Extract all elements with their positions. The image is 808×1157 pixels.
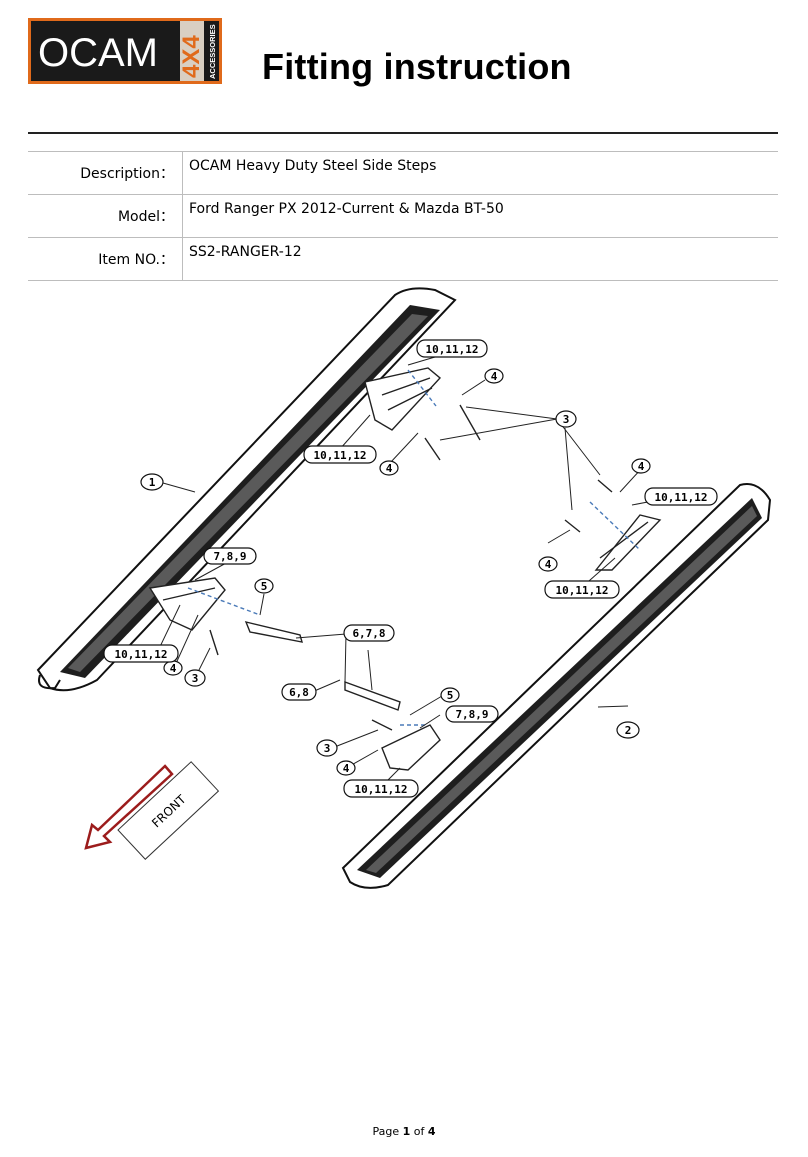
svg-text:10,11,12: 10,11,12	[115, 648, 168, 661]
svg-text:2: 2	[625, 724, 632, 737]
svg-text:7,8,9: 7,8,9	[455, 708, 488, 721]
callout-4: 4	[379, 460, 399, 476]
footer-of: of	[413, 1125, 425, 1138]
callout-3: 3	[316, 739, 338, 757]
svg-text:4: 4	[545, 558, 552, 571]
info-row-model: Model： Ford Ranger PX 2012-Current & Maz…	[28, 194, 778, 238]
svg-text:3: 3	[563, 413, 570, 426]
side-step-right	[341, 483, 772, 889]
logo-accessories: ACCESSORIES	[208, 24, 217, 79]
svg-text:10,11,12: 10,11,12	[426, 343, 479, 356]
callout-4: 4	[163, 660, 183, 676]
callout-4: 4	[484, 368, 504, 384]
callout-10-11-12: 10,11,12	[544, 580, 620, 599]
info-key: Description：	[28, 151, 183, 195]
callout-5: 5	[440, 687, 460, 703]
svg-text:6,8: 6,8	[289, 686, 309, 699]
svg-text:4: 4	[343, 762, 350, 775]
svg-text:4: 4	[491, 370, 498, 383]
callout-10-11-12: 10,11,12	[343, 779, 419, 798]
callouts: 1 2 3 3 3 4 4 4 4 4 4 5 5 10,11,12 10,11…	[103, 339, 718, 798]
callout-10-11-12: 10,11,12	[103, 644, 179, 663]
svg-text:10,11,12: 10,11,12	[655, 491, 708, 504]
footer-page: 1	[402, 1125, 411, 1138]
svg-text:4: 4	[170, 662, 177, 675]
info-key: Model：	[28, 194, 183, 238]
front-arrow-icon	[84, 764, 174, 850]
callout-2: 2	[616, 721, 640, 739]
svg-text:4: 4	[638, 460, 645, 473]
svg-text:3: 3	[192, 672, 199, 685]
side-step-left	[36, 287, 457, 692]
callout-7-8-9: 7,8,9	[445, 705, 499, 723]
info-key: Item NO.：	[28, 237, 183, 281]
info-row-item-no: Item NO.： SS2-RANGER-12	[28, 237, 778, 281]
page-footer: Page 1 of 4	[0, 1125, 808, 1138]
svg-text:4: 4	[386, 462, 393, 475]
svg-text:10,11,12: 10,11,12	[314, 449, 367, 462]
info-value: SS2-RANGER-12	[182, 237, 778, 281]
footer-prefix: Page	[372, 1125, 400, 1138]
svg-text:3: 3	[324, 742, 331, 755]
callout-6-7-8: 6,7,8	[343, 624, 395, 642]
callout-6-8: 6,8	[281, 683, 317, 701]
svg-text:6,7,8: 6,7,8	[352, 627, 385, 640]
callout-10-11-12: 10,11,12	[303, 445, 377, 464]
svg-text:7,8,9: 7,8,9	[213, 550, 246, 563]
ocam-logo: OCAM 4X4 ACCESSORIES	[28, 18, 222, 84]
footer-total: 4	[427, 1125, 436, 1138]
svg-text:10,11,12: 10,11,12	[355, 783, 408, 796]
logo-4x4: 4X4	[178, 35, 205, 78]
callout-3: 3	[555, 410, 577, 428]
page-title: Fitting instruction	[262, 46, 572, 87]
hardware-bolts	[187, 369, 641, 731]
product-info-table: Description： OCAM Heavy Duty Steel Side …	[28, 151, 778, 281]
assembly-diagram: 1 2 3 3 3 4 4 4 4 4 4 5 5 10,11,12 10,11…	[36, 287, 772, 889]
callout-10-11-12: 10,11,12	[416, 339, 488, 358]
callout-3: 3	[184, 669, 206, 687]
callout-4: 4	[538, 556, 558, 572]
callout-4: 4	[631, 458, 651, 474]
front-label-box: FRONT	[117, 761, 220, 860]
callout-1: 1	[140, 473, 164, 491]
svg-text:5: 5	[261, 580, 268, 593]
info-value: OCAM Heavy Duty Steel Side Steps	[182, 151, 778, 195]
callout-5: 5	[254, 578, 274, 594]
logo-brand: OCAM	[38, 31, 158, 75]
bracket-assemblies	[148, 367, 662, 771]
callout-10-11-12: 10,11,12	[644, 487, 718, 506]
callout-7-8-9: 7,8,9	[203, 547, 257, 565]
info-row-description: Description： OCAM Heavy Duty Steel Side …	[28, 151, 778, 195]
svg-text:10,11,12: 10,11,12	[556, 584, 609, 597]
title-divider	[28, 132, 778, 134]
svg-text:1: 1	[149, 476, 156, 489]
info-value: Ford Ranger PX 2012-Current & Mazda BT-5…	[182, 194, 778, 238]
svg-text:5: 5	[447, 689, 454, 702]
callout-4: 4	[336, 760, 356, 776]
